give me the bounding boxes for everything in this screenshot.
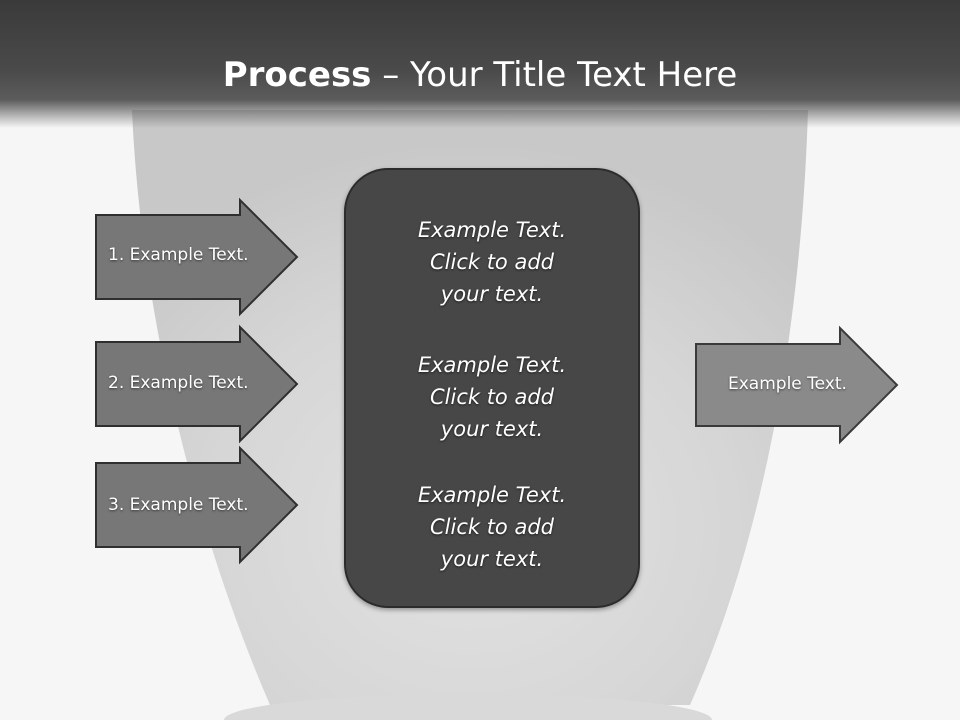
title-bar: [0, 0, 960, 128]
panel-text-block-1: Example Text. Click to add your text.: [346, 214, 638, 310]
arrow-right-icon: [95, 445, 299, 565]
center-process-panel[interactable]: Example Text. Click to add your text. Ex…: [344, 168, 640, 608]
panel-text-line: your text.: [440, 547, 544, 571]
slide-title: Process – Your Title Text Here: [0, 52, 960, 98]
panel-text-line: Click to add: [429, 385, 554, 409]
input-arrow-label: 2. Example Text.: [108, 373, 249, 393]
arrow-right-icon: [95, 324, 299, 444]
panel-text-line: your text.: [440, 282, 544, 306]
panel-text-line: Example Text.: [417, 353, 567, 377]
input-arrow-1[interactable]: 1. Example Text.: [95, 197, 299, 317]
panel-text-block-2: Example Text. Click to add your text.: [346, 349, 638, 445]
panel-text-line: your text.: [440, 417, 544, 441]
input-arrow-2[interactable]: 2. Example Text.: [95, 324, 299, 444]
panel-text-block-3: Example Text. Click to add your text.: [346, 479, 638, 575]
input-arrow-label: 3. Example Text.: [108, 495, 249, 515]
arrow-right-icon: [695, 325, 899, 445]
slide-title-rest: – Your Title Text Here: [371, 55, 738, 95]
arrow-right-icon: [95, 197, 299, 317]
panel-text-line: Example Text.: [417, 483, 567, 507]
input-arrow-label: 1. Example Text.: [108, 245, 249, 265]
output-arrow-label: Example Text.: [728, 374, 847, 394]
panel-text-line: Click to add: [429, 250, 554, 274]
panel-text-line: Example Text.: [417, 218, 567, 242]
panel-text-line: Click to add: [429, 515, 554, 539]
output-arrow[interactable]: Example Text.: [695, 325, 899, 445]
input-arrow-3[interactable]: 3. Example Text.: [95, 445, 299, 565]
slide-title-bold: Process: [222, 55, 372, 95]
